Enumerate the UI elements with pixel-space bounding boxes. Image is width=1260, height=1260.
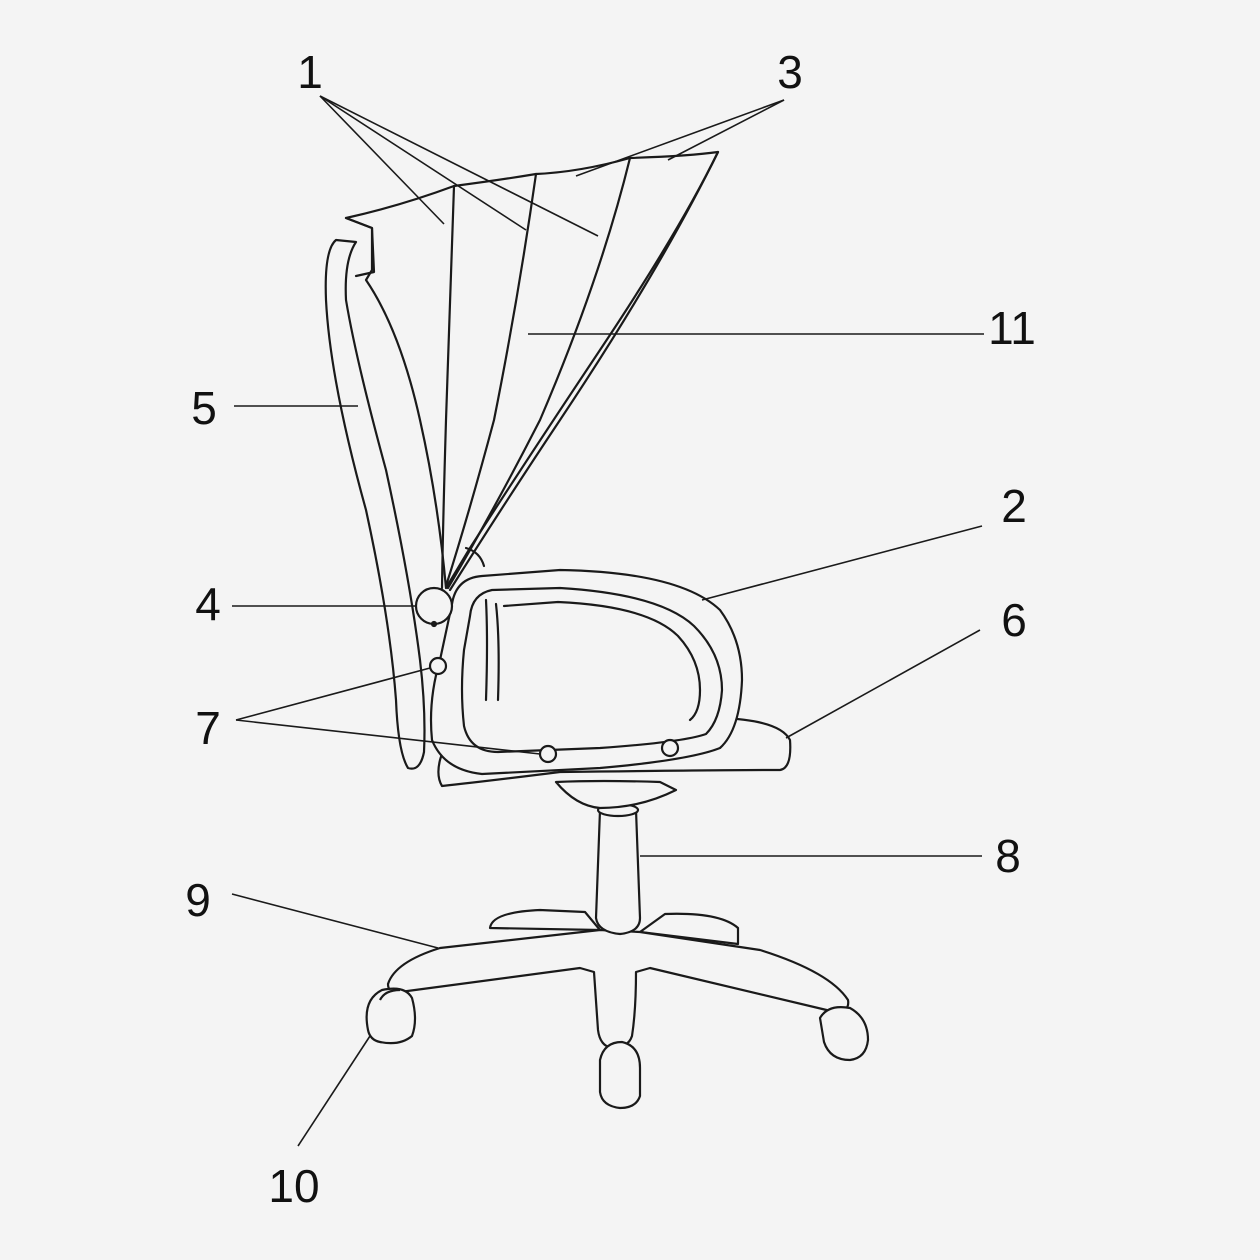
callout-3: 3 bbox=[777, 46, 803, 98]
callout-9: 9 bbox=[185, 874, 211, 926]
callout-8: 8 bbox=[995, 830, 1021, 882]
armrest-inner bbox=[460, 586, 724, 754]
chair-base bbox=[365, 908, 870, 1110]
adjustment-knob bbox=[414, 586, 454, 626]
callout-7: 7 bbox=[195, 702, 221, 754]
chair-drawing bbox=[324, 150, 870, 1110]
caster-left bbox=[365, 987, 417, 1045]
screw-seat-left bbox=[538, 744, 558, 764]
callout-10: 10 bbox=[268, 1160, 319, 1212]
callout-labels: 1 2 3 4 5 6 7 8 9 10 11 bbox=[185, 46, 1036, 1212]
callout-4: 4 bbox=[195, 578, 221, 630]
callout-1: 1 bbox=[297, 46, 323, 98]
leader-lines bbox=[231, 95, 984, 1147]
callout-11: 11 bbox=[988, 302, 1036, 354]
screw-upper bbox=[428, 656, 448, 676]
callout-5: 5 bbox=[191, 382, 217, 434]
backrest bbox=[344, 150, 720, 590]
caster-front bbox=[598, 1040, 642, 1110]
seat-mechanism bbox=[554, 779, 678, 810]
back-frame bbox=[324, 238, 426, 770]
callout-2: 2 bbox=[1001, 480, 1027, 532]
screw-seat-right bbox=[660, 738, 680, 758]
callout-6: 6 bbox=[1001, 594, 1027, 646]
caster-right bbox=[818, 1006, 870, 1062]
gas-lift bbox=[594, 808, 642, 936]
